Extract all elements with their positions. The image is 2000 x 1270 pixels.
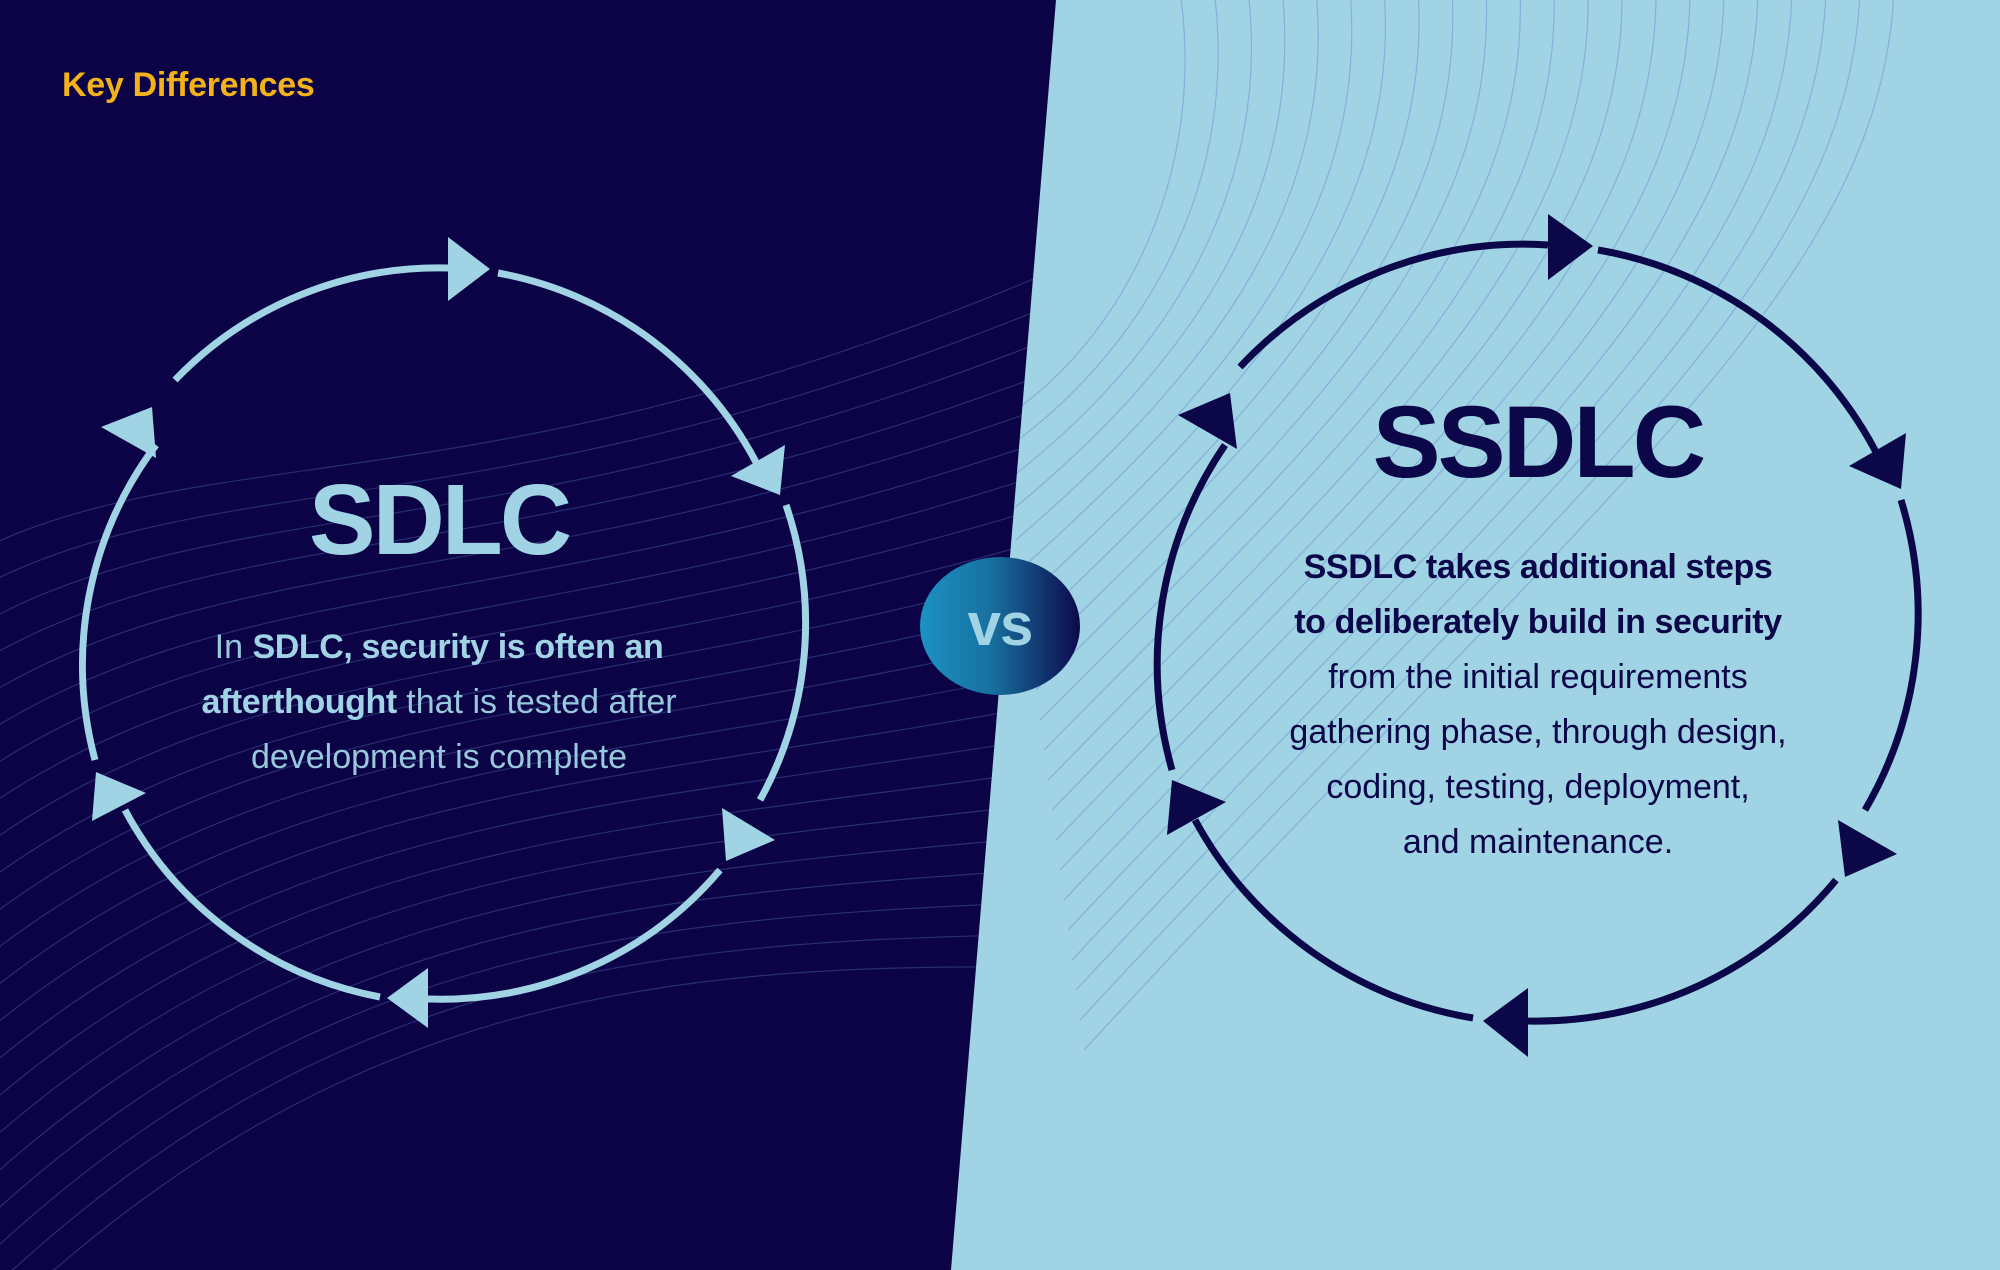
wave-line: [1023, 0, 1386, 601]
wave-line: [0, 728, 1056, 1093]
description-line: In SDLC, security is often an: [139, 620, 739, 675]
description-line: afterthought that is tested after: [139, 675, 739, 730]
wave-line: [1075, 0, 1827, 991]
cycle-arc: [1861, 498, 1922, 812]
wave-line: [1015, 0, 1319, 541]
regular-text: development is complete: [250, 738, 628, 776]
arrowhead-icon: [1838, 820, 1897, 877]
wave-line: [1019, 0, 1353, 571]
cycle-arc: [497, 269, 764, 472]
wave-line: [1035, 0, 1488, 691]
wave-line: [1079, 0, 1861, 1021]
arrowhead-icon: [92, 772, 146, 821]
arrowhead-icon: [1849, 433, 1906, 489]
arrowhead-icon: [1167, 780, 1226, 835]
wave-line: [999, 0, 1186, 421]
regular-text: that is tested after: [396, 683, 677, 721]
bold-text: to deliberately build in security: [1294, 603, 1782, 641]
wave-line: [1051, 0, 1623, 811]
sdlc-cycle-diagram: [78, 264, 810, 1003]
regular-text: gathering phase, through design,: [1289, 713, 1787, 751]
cycle-arc: [172, 264, 449, 383]
ssdlc-cycle-diagram: [1153, 240, 1922, 1025]
wave-line: [0, 249, 1056, 561]
description-line: from the initial requirements: [1238, 650, 1838, 705]
ssdlc-arrowheads: [1167, 214, 1906, 1057]
wave-line: [1031, 0, 1454, 661]
arrowhead-icon: [722, 808, 775, 861]
wave-line: [1055, 0, 1657, 841]
cycle-arc: [1191, 818, 1474, 1022]
bold-text: SDLC, security is often an: [252, 628, 664, 666]
wave-line: [1047, 0, 1589, 781]
arrowhead-icon: [1178, 393, 1237, 449]
arrowhead-icon: [1548, 214, 1593, 280]
regular-text: In: [214, 628, 253, 666]
wave-line: [1063, 0, 1725, 901]
wave-line: [0, 591, 1056, 941]
arrowhead-icon: [731, 445, 785, 495]
wave-line: [0, 625, 1056, 979]
left-wave-lines: [0, 249, 1056, 1270]
wave-line: [0, 796, 1056, 1169]
wave-line: [0, 899, 1056, 1270]
description-line: to deliberately build in security: [1238, 595, 1838, 650]
vs-label: vs: [967, 590, 1034, 658]
regular-text: from the initial requirements: [1328, 658, 1748, 696]
wave-line: [1067, 0, 1759, 931]
wave-line: [0, 830, 1056, 1207]
ssdlc-description: SSDLC takes additional steps to deliberat…: [1238, 540, 1838, 870]
wave-line: [0, 966, 1056, 1270]
bold-text: SSDLC takes additional steps: [1303, 548, 1773, 586]
arrowhead-icon: [101, 407, 156, 458]
wave-line: [0, 523, 1056, 865]
regular-text: coding, testing, deployment,: [1326, 768, 1750, 806]
cycle-arc: [78, 442, 159, 761]
wave-line: [1003, 0, 1219, 451]
wave-line: [1059, 0, 1691, 871]
wave-line: [1027, 0, 1420, 631]
cycle-arc: [756, 503, 810, 802]
wave-line: [1083, 0, 1894, 1051]
wave-line: [0, 488, 1056, 827]
wave-line: [1043, 0, 1555, 751]
wave-line: [1011, 0, 1286, 511]
wave-line: [0, 283, 1056, 599]
description-line: and maintenance.: [1238, 815, 1838, 870]
wave-line: [0, 762, 1056, 1131]
arrowhead-icon: [448, 237, 490, 301]
wave-line: [1007, 0, 1252, 481]
wave-line: [0, 659, 1056, 1017]
description-line: SSDLC takes additional steps: [1238, 540, 1838, 595]
regular-text: and maintenance.: [1402, 823, 1674, 861]
bold-text: afterthought: [201, 683, 397, 721]
cycle-arc: [427, 867, 723, 1003]
wave-line: [1071, 0, 1793, 961]
wave-line: [0, 865, 1056, 1245]
page-heading: Key Differences: [62, 66, 315, 104]
wave-line: [0, 317, 1056, 637]
cycle-arc: [1237, 240, 1549, 370]
sdlc-title: SDLC: [308, 464, 572, 576]
description-line: development is complete: [139, 730, 739, 785]
arrowhead-icon: [387, 968, 428, 1028]
wave-line: [0, 352, 1056, 675]
cycle-arc: [1153, 443, 1228, 771]
description-line: gathering phase, through design,: [1238, 705, 1838, 760]
sdlc-arrowheads: [92, 237, 785, 1028]
cycle-arc: [1597, 246, 1884, 462]
ssdlc-title: SSDLC: [1372, 385, 1707, 499]
description-line: coding, testing, deployment,: [1238, 760, 1838, 815]
wave-line: [0, 694, 1056, 1055]
vs-badge: vs: [920, 557, 1080, 695]
arrowhead-icon: [1483, 988, 1528, 1057]
cycle-arc: [121, 808, 381, 1001]
cycle-arc: [1527, 877, 1839, 1025]
